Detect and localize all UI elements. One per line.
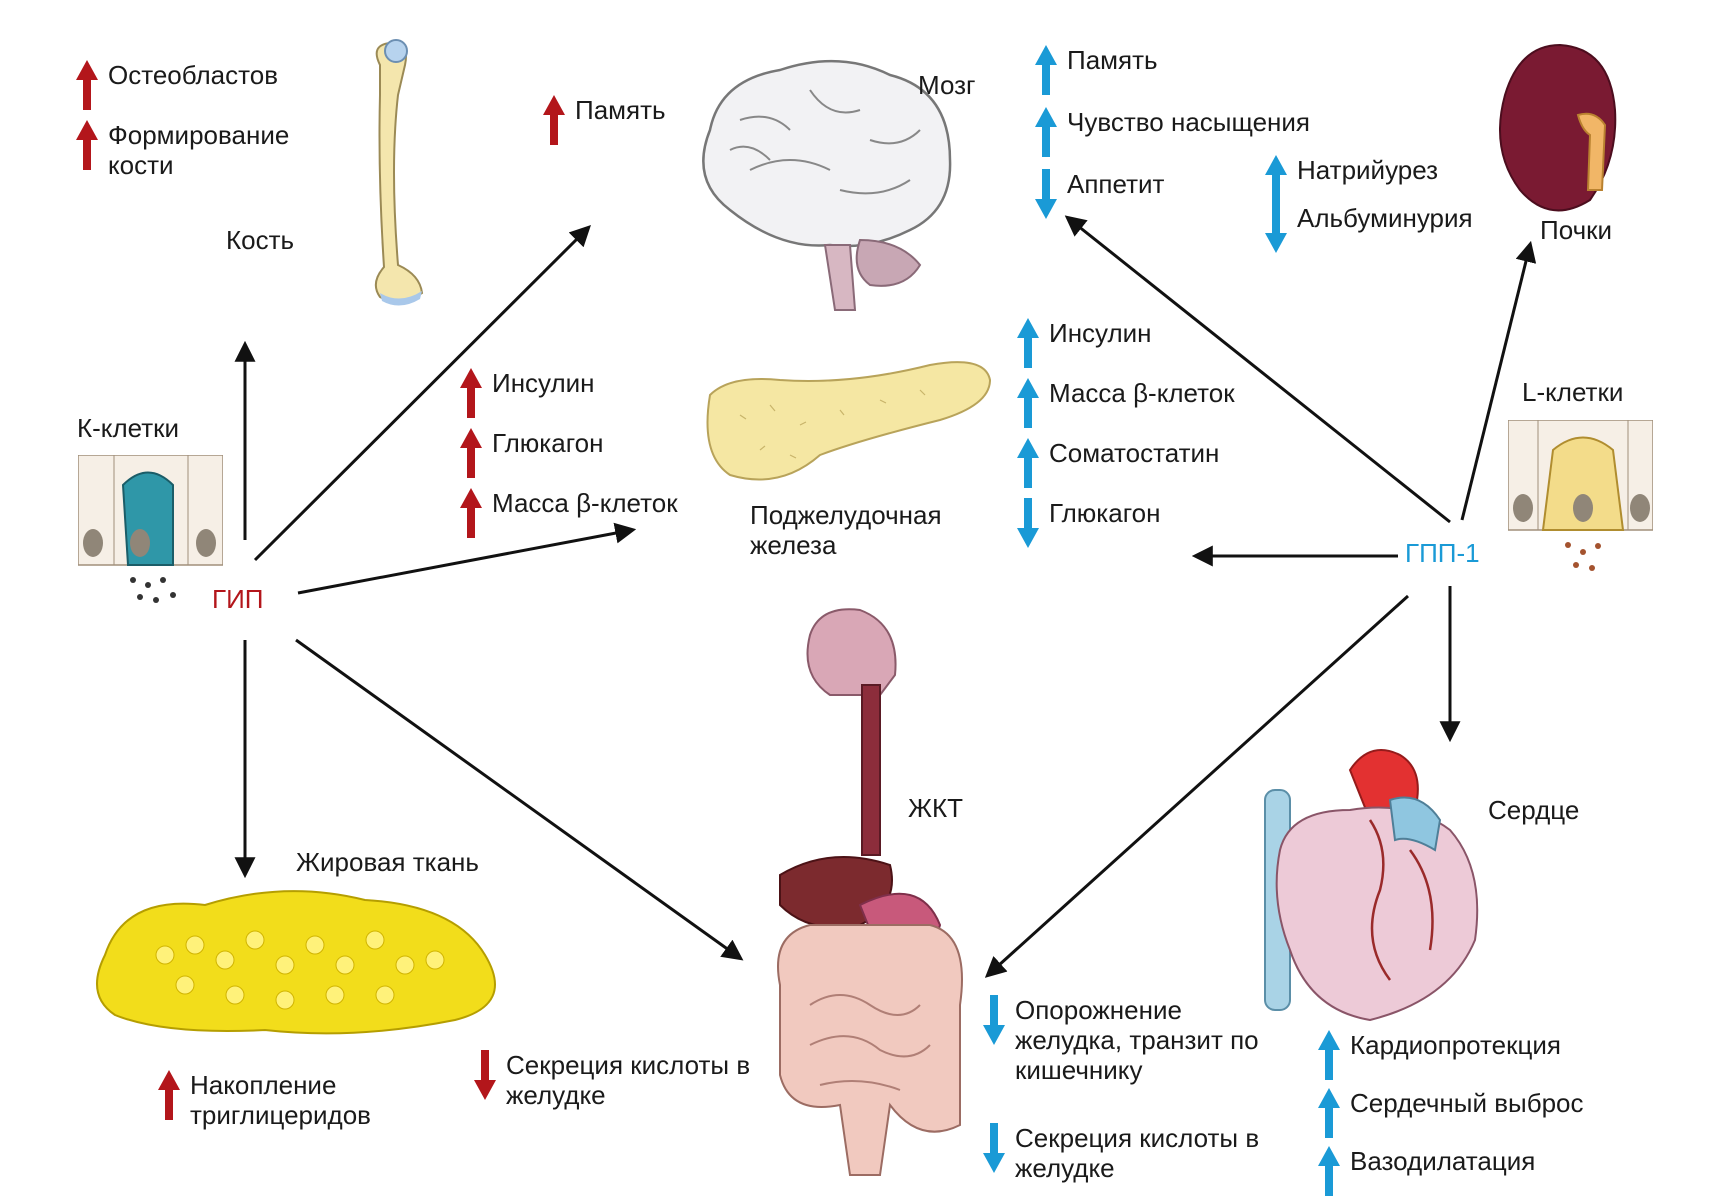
arrow-up-icon <box>460 488 482 538</box>
effect-text: Натрийурез <box>1297 155 1439 185</box>
arrow-up-icon <box>1035 107 1057 157</box>
effect-text: Память <box>575 95 666 125</box>
arrow-up-icon <box>1318 1030 1340 1080</box>
arrow-down-icon <box>983 1123 1005 1173</box>
k-cells-label: К-клетки <box>77 413 180 443</box>
gip-label: ГИП <box>212 584 264 614</box>
effect-bone-gip: Формирование кости <box>76 120 338 180</box>
adipose-label: Жировая ткань <box>296 847 479 877</box>
effect-text: Глюкагон <box>492 428 604 458</box>
arrow-down-icon <box>474 1050 496 1100</box>
effect-bone-gip: Остеобластов <box>76 60 338 110</box>
effect-text: Альбуминурия <box>1297 203 1473 233</box>
effect-text: Чувство насыщения <box>1067 107 1310 137</box>
l-cells-label: L-клетки <box>1522 377 1624 407</box>
bone-label: Кость <box>226 225 295 255</box>
effect-gi-gip: Секреция кислоты в желудке <box>474 1050 766 1110</box>
effect-gi-glp1: Опорожнение желудка, транзит по кишечник… <box>983 995 1275 1085</box>
effect-brain-glp1: Память <box>1035 45 1387 95</box>
effect-adipose-gip: Накопление триглицеридов <box>158 1070 420 1130</box>
arrow-up-icon <box>1318 1088 1340 1138</box>
arrow-gip-to-pancreas <box>297 522 637 595</box>
effect-text: Остеобластов <box>108 60 279 90</box>
arrow-up-icon <box>158 1070 180 1120</box>
effect-text: Глюкагон <box>1049 498 1161 528</box>
effect-pancreas-glp1: Масса β-клеток <box>1017 378 1309 428</box>
arrow-gip-to-gi <box>295 638 744 961</box>
adipose-illustration <box>96 890 496 1035</box>
heart-illustration <box>1264 749 1479 1022</box>
effect-pancreas-glp1: Инсулин <box>1017 318 1309 368</box>
arrow-glp1-to-kidneys <box>1460 240 1537 521</box>
effect-pancreas-glp1: Соматостатин <box>1017 438 1309 488</box>
effect-text: Соматостатин <box>1049 438 1220 468</box>
arrow-glp1-to-brain <box>1064 215 1451 524</box>
effect-pancreas-gip: Глюкагон <box>460 428 752 478</box>
arrow-glp1-to-gi <box>984 594 1410 978</box>
arrow-up-icon <box>76 60 98 110</box>
effect-brain-gip: Память <box>543 95 775 145</box>
arrow-up-icon <box>1265 155 1287 205</box>
effect-text: Инсулин <box>1049 318 1152 348</box>
effect-pancreas-gip: Масса β-клеток <box>460 488 752 538</box>
effect-text: Масса β-клеток <box>1049 378 1235 408</box>
effect-text: Вазодилатация <box>1350 1146 1536 1176</box>
brain-label: Мозг <box>918 70 976 100</box>
arrow-up-icon <box>460 428 482 478</box>
kidneys-label: Почки <box>1540 215 1613 245</box>
effect-pancreas-glp1: Глюкагон <box>1017 498 1309 548</box>
pancreas-illustration <box>706 361 992 481</box>
arrow-down-icon <box>1265 203 1287 253</box>
arrow-down-icon <box>1035 169 1057 219</box>
effect-brain-glp1: Аппетит <box>1035 169 1387 219</box>
arrow-up-icon <box>543 95 565 145</box>
effect-kidney-glp1: Альбуминурия <box>1265 203 1537 253</box>
heart-label: Сердце <box>1488 795 1580 825</box>
bone-illustration <box>374 39 424 306</box>
effect-text: Память <box>1067 45 1158 75</box>
arrow-down-icon <box>983 995 1005 1045</box>
effect-pancreas-gip: Инсулин <box>460 368 752 418</box>
glp1-label: ГПП-1 <box>1405 538 1480 568</box>
arrow-gip-to-brain <box>253 225 591 562</box>
arrow-up-icon <box>1318 1146 1340 1196</box>
effect-text: Аппетит <box>1067 169 1165 199</box>
arrow-up-icon <box>76 120 98 170</box>
arrow-up-icon <box>1017 378 1039 428</box>
kidney-illustration <box>1499 43 1617 212</box>
arrow-up-icon <box>1017 318 1039 368</box>
effect-text: Секреция кислоты в желудке <box>1015 1123 1260 1183</box>
effect-brain-glp1: Чувство насыщения <box>1035 107 1387 157</box>
gi-tract-label: ЖКТ <box>908 793 964 823</box>
effect-text: Масса β-клеток <box>492 488 678 518</box>
effect-text: Секреция кислоты в желудке <box>506 1050 751 1110</box>
arrow-up-icon <box>1017 438 1039 488</box>
l-cell-illustration <box>1508 420 1653 571</box>
arrow-up-icon <box>1035 45 1057 95</box>
effect-text: Накопление триглицеридов <box>190 1070 371 1130</box>
effect-text: Кардиопротекция <box>1350 1030 1561 1060</box>
arrow-up-icon <box>460 368 482 418</box>
effect-text: Инсулин <box>492 368 595 398</box>
k-cell-illustration <box>78 455 223 603</box>
gi-tract-illustration <box>777 608 963 1176</box>
effect-text: Сердечный выброс <box>1350 1088 1584 1118</box>
effect-heart-glp1: Вазодилатация <box>1318 1146 1650 1196</box>
pancreas-label: Поджелудочная железа <box>750 500 942 560</box>
effect-kidney-glp1: Натрийурез <box>1265 155 1537 205</box>
effect-gi-glp1: Секреция кислоты в желудке <box>983 1123 1275 1183</box>
brain-illustration <box>702 59 952 311</box>
effect-heart-glp1: Кардиопротекция <box>1318 1030 1650 1080</box>
effect-text: Формирование кости <box>108 120 290 180</box>
effect-heart-glp1: Сердечный выброс <box>1318 1088 1650 1138</box>
effect-text: Опорожнение желудка, транзит по кишечник… <box>1015 995 1259 1085</box>
arrow-down-icon <box>1017 498 1039 548</box>
